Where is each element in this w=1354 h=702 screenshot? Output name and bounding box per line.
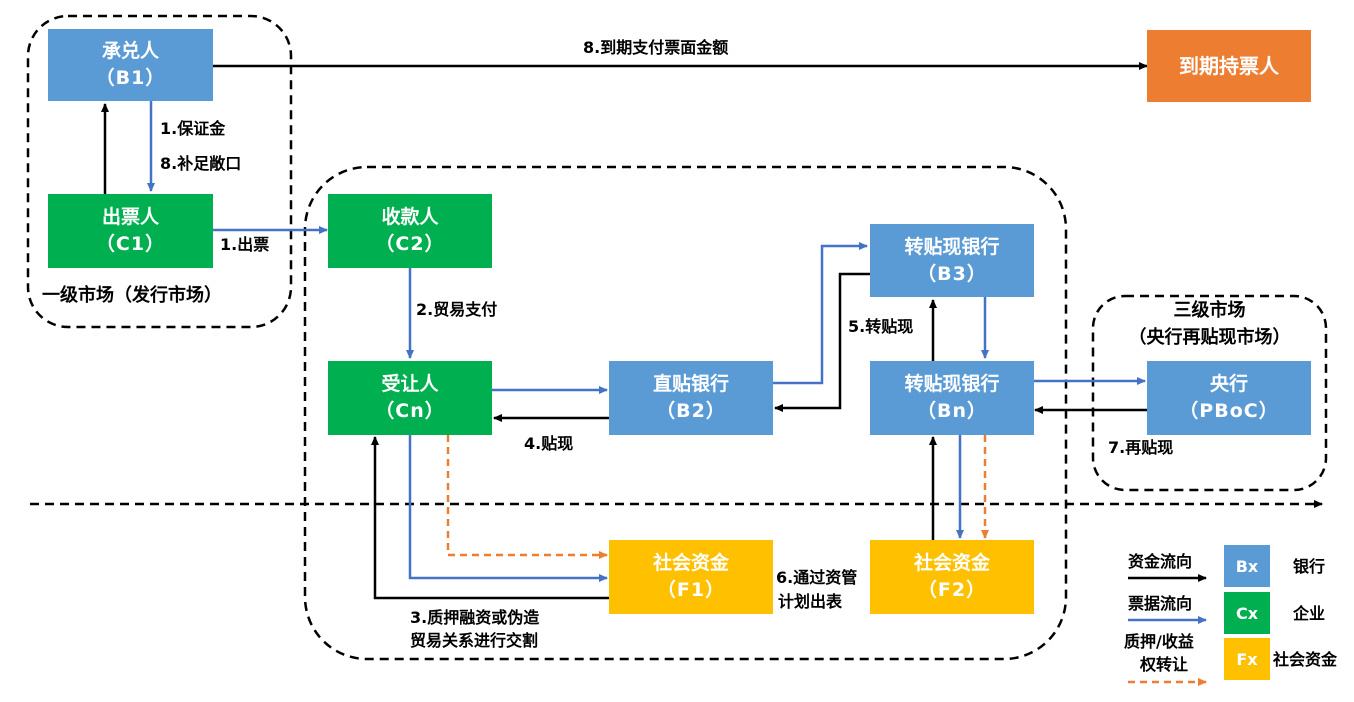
- central-bank-name: 央行: [1209, 373, 1248, 395]
- label-asset-mgmt-line1: 6.通过资管: [776, 568, 858, 587]
- label-rediscount-interbank: 5.转贴现: [848, 317, 914, 336]
- drawer-node: 出票人 （C1）: [48, 194, 213, 268]
- arrow-transferee-to-f1-pledge: [446, 435, 608, 559]
- central-bank-code: （PBoC）: [1179, 400, 1279, 422]
- primary-market-label: 一级市场（发行市场）: [42, 285, 222, 306]
- holder-name: 到期持票人: [1179, 53, 1279, 78]
- legend-bill-label: 票据流向: [1128, 594, 1193, 613]
- legend-pledge-label-2: 权转让: [1140, 655, 1189, 674]
- payee-node: 收款人 （C2）: [328, 194, 492, 268]
- rediscount-bank-bn-node: 转贴现银行 （Bn）: [870, 361, 1034, 435]
- direct-bank-code: （B2）: [656, 400, 726, 422]
- f1-code: （F1）: [656, 579, 726, 601]
- transferee-name: 受让人: [381, 373, 439, 395]
- direct-bank-name: 直贴银行: [652, 373, 729, 395]
- legend-pledge-label-1: 质押/收益: [1124, 632, 1194, 651]
- legend-bank-swatch: Bx: [1224, 545, 1270, 587]
- drawer-code: （C1）: [95, 233, 166, 255]
- bn-name: 转贴现银行: [904, 373, 1000, 395]
- legend-social-label: 社会资金: [1273, 650, 1338, 669]
- f2-name: 社会资金: [913, 552, 990, 574]
- label-deposit: 1.保证金: [160, 119, 226, 138]
- label-trade-pay: 2.贸易支付: [416, 300, 498, 319]
- legend-bank-code: Bx: [1235, 556, 1259, 576]
- arrow-f1-to-transferee: [371, 436, 609, 600]
- b3-name: 转贴现银行: [904, 235, 1000, 258]
- central-bank-node: 央行 （PBoC）: [1147, 361, 1311, 435]
- holder-node: 到期持票人: [1147, 30, 1311, 102]
- primary-market-region: [26, 14, 293, 329]
- b3-code: （B3）: [917, 262, 987, 285]
- bn-code: （Bn）: [916, 400, 987, 422]
- label-top-up: 8.补足敞口: [160, 154, 242, 173]
- label-pledge-line1: 3.质押融资或伪造: [410, 608, 540, 627]
- label-pledge-line2: 贸易关系进行交割: [410, 631, 539, 650]
- tertiary-market-title: 三级市场: [1173, 300, 1246, 321]
- secondary-market-region: [303, 165, 1068, 661]
- acceptor-node: 承兑人 （B1）: [48, 29, 213, 101]
- label-rediscount-central: 7.再贴现: [1108, 438, 1174, 457]
- payee-code: （C2）: [375, 233, 445, 255]
- direct-bank-node: 直贴银行 （B2）: [609, 361, 773, 435]
- label-discount: 4.贴现: [524, 434, 574, 453]
- tertiary-market-subtitle: （央行再贴现市场）: [1128, 327, 1291, 348]
- legend-corp-code: Cx: [1235, 603, 1259, 623]
- transferee-node: 受让人 （Cn）: [328, 361, 492, 435]
- f2-code: （F2）: [917, 579, 987, 601]
- legend-social-swatch: Fx: [1224, 638, 1270, 680]
- drawer-name: 出票人: [101, 206, 159, 228]
- transferee-code: （Cn）: [375, 400, 445, 422]
- arrow-transferee-to-f1-bill: [408, 435, 608, 582]
- f1-name: 社会资金: [652, 552, 729, 574]
- social-fund-f2-node: 社会资金 （F2）: [870, 540, 1034, 614]
- payee-name: 收款人: [381, 206, 439, 228]
- legend-corp-label: 企业: [1293, 604, 1326, 623]
- label-asset-mgmt-line2: 计划出表: [778, 592, 843, 611]
- acceptor-name: 承兑人: [101, 40, 159, 62]
- acceptor-code: （B1）: [95, 67, 166, 89]
- tertiary-market-region: [1091, 294, 1328, 492]
- label-issue: 1.出票: [220, 235, 270, 254]
- legend-fund-label: 资金流向: [1128, 552, 1193, 571]
- social-fund-f1-node: 社会资金 （F1）: [609, 540, 773, 614]
- arrow-direct-bank-to-b3: [773, 242, 868, 385]
- rediscount-bank-b3-node: 转贴现银行 （B3）: [870, 224, 1034, 297]
- legend-social-code: Fx: [1236, 649, 1258, 669]
- legend-bank-label: 银行: [1293, 557, 1326, 576]
- arrow-b3-to-direct-bank: [774, 272, 870, 412]
- label-maturity-pay: 8.到期支付票面金额: [583, 38, 729, 57]
- legend-corp-swatch: Cx: [1224, 592, 1270, 634]
